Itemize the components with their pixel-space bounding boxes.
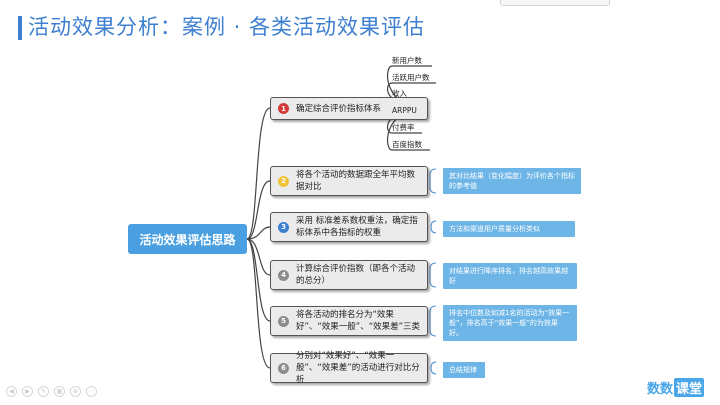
link-root-node-2	[246, 180, 271, 240]
step-node-4: 4 计算综合评价指数（即各个活动的总分）	[270, 260, 428, 290]
step-node-1: 1 确定综合评价指标体系	[270, 97, 428, 120]
bracket-note-2	[430, 220, 437, 234]
link-root-node-1	[246, 107, 271, 240]
pen-icon[interactable]: ✎	[38, 386, 49, 397]
step-node-5: 5 将各活动的排名分为“效果好”、“效果一般”、“效果差”三类	[270, 306, 428, 336]
zoom-icon[interactable]: ⊕	[70, 386, 81, 397]
logo-text: 数数	[647, 382, 674, 397]
bracket-note-4	[429, 305, 437, 337]
indicator-3: 收入	[392, 89, 407, 98]
note-5: 总结规律	[443, 362, 485, 378]
root-node: 活动效果评估思路	[128, 224, 247, 254]
top-placeholder-box	[500, 0, 610, 6]
bracket-note-5	[430, 361, 437, 375]
brand-logo: 数数课堂	[647, 378, 705, 397]
title-accent-bar	[18, 16, 22, 40]
indicator-6: 百度指数	[392, 140, 422, 149]
link-root-node-3	[246, 226, 271, 240]
logo-mark: 课堂	[674, 378, 705, 397]
step-node-6: 6 分别对“效果好”、“效果一般”、“效果差”的活动进行对比分析	[270, 351, 428, 385]
step-text-1: 确定综合评价指标体系	[296, 103, 382, 114]
note-4: 排名中位数及如减1名的活动为“效果一般”，排名高于“效果一般”的为效果好。	[443, 305, 577, 341]
step-node-2: 2 将各个活动的数据跟全年平均数据对比	[270, 166, 428, 196]
more-icon[interactable]: ⋯	[86, 386, 97, 397]
player-controls: ◀ ▶ ✎ ▦ ⊕ ⋯	[6, 386, 97, 397]
note-3: 对结果进行降序排名，排名越高效果越好	[443, 263, 577, 289]
link-root-node-4	[246, 238, 271, 276]
step-text-4: 计算综合评价指数（即各个活动的总分）	[296, 264, 416, 286]
step-text-6: 分别对“效果好”、“效果一般”、“效果差”的活动进行对比分析	[296, 351, 420, 385]
step-text-3: 采用 标准差系数权重法，确定指标体系中各指标的权重	[296, 216, 418, 238]
step-number-6: 6	[278, 362, 289, 374]
right-arrow-icon[interactable]: ▶	[22, 386, 33, 397]
bracket-note-3	[429, 262, 437, 288]
step-number-4: 4	[278, 269, 289, 281]
indicator-2: 活跃用户数	[392, 73, 430, 82]
bracket-note-1	[429, 168, 437, 194]
page-title: 活动效果分析：案例 · 各类活动效果评估	[28, 15, 426, 39]
indicator-5: 付费率	[392, 123, 415, 132]
step-number-5: 5	[278, 315, 289, 327]
left-arrow-icon[interactable]: ◀	[6, 386, 17, 397]
step-node-3: 3 采用 标准差系数权重法，确定指标体系中各指标的权重	[270, 212, 428, 242]
step-number-3: 3	[278, 221, 289, 233]
step-text-5: 将各活动的排名分为“效果好”、“效果一般”、“效果差”三类	[296, 310, 421, 332]
step-number-2: 2	[278, 175, 289, 187]
link-root-node-5	[246, 238, 271, 322]
note-1: 其对比结果（变化幅度）为评价各个指标的参考值	[443, 168, 581, 194]
link-root-node-6	[246, 238, 271, 369]
note-2: 方法和渠道用户质量分析类似	[443, 221, 575, 237]
step-text-2: 将各个活动的数据跟全年平均数据对比	[296, 170, 416, 192]
indicator-1: 新用户数	[392, 56, 422, 65]
indicator-4: ARPPU	[392, 106, 417, 115]
grid-icon[interactable]: ▦	[54, 386, 65, 397]
root-label: 活动效果评估思路	[139, 232, 236, 247]
step-number-1: 1	[278, 103, 289, 114]
